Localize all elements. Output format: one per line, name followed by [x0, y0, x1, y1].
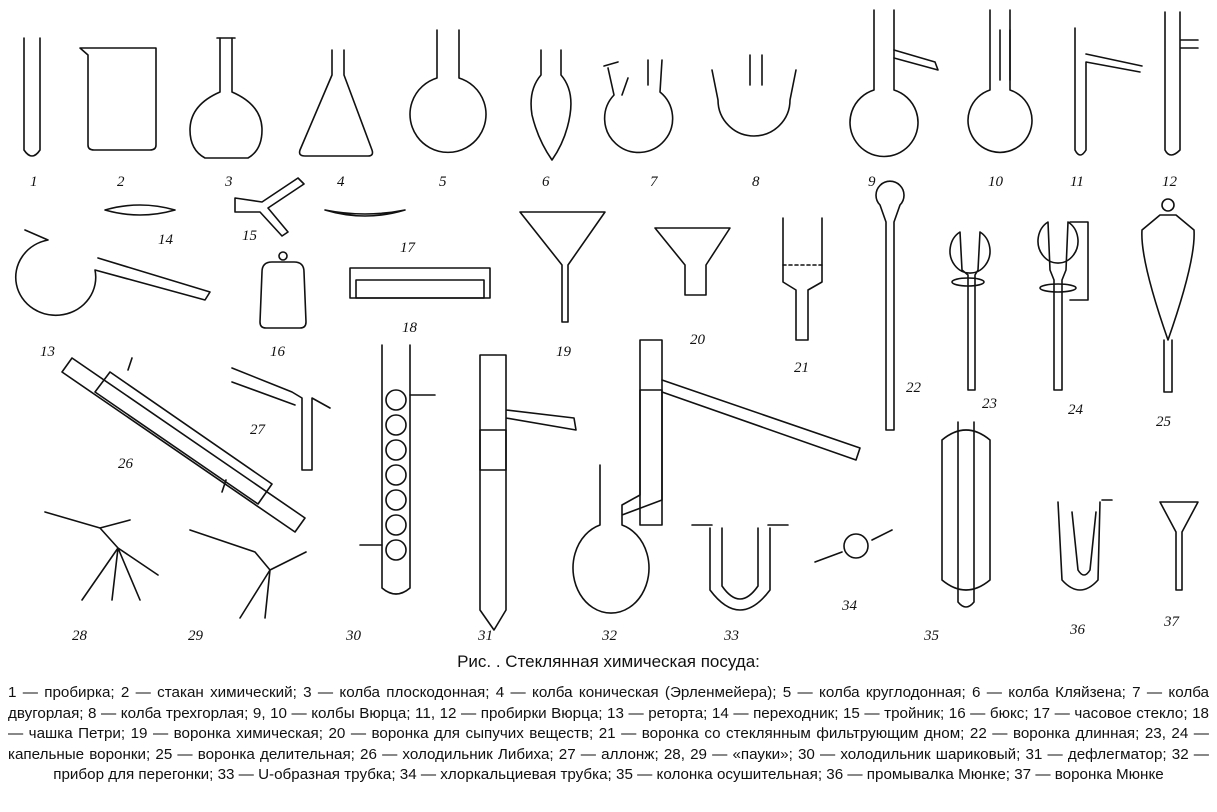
- wurtz-tube-icon-11: [1074, 27, 1143, 156]
- label-9: 9: [868, 174, 876, 190]
- label-21: 21: [794, 360, 809, 376]
- label-6: 6: [542, 174, 550, 190]
- wurtz-flask-icon-10: [967, 9, 1033, 154]
- spider-icon-29: [189, 529, 307, 619]
- glassware-figure: 1 2 3 4 5 6 7 8 9 10 11 12 13 14 15 16 1…: [15, 9, 1199, 644]
- label-2: 2: [117, 174, 125, 190]
- label-37: 37: [1163, 614, 1181, 630]
- label-11: 11: [1070, 174, 1084, 190]
- distillation-apparatus-icon: [572, 339, 861, 614]
- label-13: 13: [40, 344, 55, 360]
- calcium-chloride-tube-icon: [814, 529, 893, 563]
- munke-funnel-icon: [1159, 501, 1199, 591]
- label-18: 18: [402, 320, 418, 336]
- weighing-bottle-icon: [259, 251, 307, 329]
- label-31: 31: [477, 628, 493, 644]
- label-19: 19: [556, 344, 572, 360]
- label-22: 22: [906, 380, 922, 396]
- dropping-funnel-icon-23: [949, 231, 991, 391]
- label-7: 7: [650, 174, 659, 190]
- munke-washer-icon: [1057, 499, 1113, 591]
- label-30: 30: [345, 628, 362, 644]
- two-neck-flask-icon: [603, 59, 674, 154]
- label-5: 5: [439, 174, 447, 190]
- label-27: 27: [250, 422, 267, 438]
- label-23: 23: [982, 396, 997, 412]
- tee-icon: [234, 177, 305, 237]
- label-3: 3: [224, 174, 233, 190]
- label-29: 29: [188, 628, 204, 644]
- label-16: 16: [270, 344, 286, 360]
- retort-icon: [15, 229, 211, 317]
- watch-glass-icon: [324, 209, 406, 217]
- wurtz-flask-icon-9: [849, 9, 939, 158]
- label-36: 36: [1069, 622, 1086, 638]
- label-24: 24: [1068, 402, 1084, 418]
- bulb-condenser-icon: [359, 344, 436, 595]
- beaker-icon: [79, 47, 157, 151]
- spider-icon-28: [44, 511, 159, 601]
- label-33: 33: [723, 628, 739, 644]
- long-funnel-icon: [875, 180, 905, 431]
- label-1: 1: [30, 174, 38, 190]
- fritted-funnel-icon: [782, 217, 823, 341]
- label-32: 32: [601, 628, 618, 644]
- flat-bottom-flask-icon: [189, 37, 263, 159]
- funnel-icon: [519, 211, 606, 323]
- claisen-flask-icon: [530, 49, 572, 161]
- label-15: 15: [242, 228, 258, 244]
- adapter-icon: [104, 204, 176, 216]
- label-20: 20: [690, 332, 706, 348]
- figure-legend: 1 — пробирка; 2 — стакан химический; 3 —…: [8, 684, 1209, 783]
- drying-column-icon: [941, 421, 991, 608]
- label-8: 8: [752, 174, 760, 190]
- three-neck-flask-icon: [711, 54, 797, 137]
- label-25: 25: [1156, 414, 1172, 430]
- liebig-condenser-icon: [61, 357, 306, 533]
- petri-dish-icon: [349, 267, 491, 299]
- powder-funnel-icon: [654, 227, 731, 296]
- u-tube-icon: [691, 524, 789, 611]
- test-tube-icon: [23, 37, 41, 157]
- round-bottom-flask-icon: [409, 29, 487, 154]
- label-10: 10: [988, 174, 1004, 190]
- erlenmeyer-flask-icon: [298, 49, 374, 157]
- label-4: 4: [337, 174, 345, 190]
- dropping-funnel-icon-24: [1037, 221, 1089, 391]
- label-26: 26: [118, 456, 134, 472]
- wurtz-tube-icon-12: [1164, 11, 1199, 156]
- label-28: 28: [72, 628, 88, 644]
- label-14: 14: [158, 232, 174, 248]
- label-35: 35: [923, 628, 940, 644]
- label-34: 34: [841, 598, 858, 614]
- dephlegmator-icon: [479, 354, 577, 631]
- label-17: 17: [400, 240, 417, 256]
- separatory-funnel-icon: [1141, 198, 1195, 393]
- figure-caption: Рис. . Стеклянная химическая посуда:: [457, 652, 760, 671]
- label-12: 12: [1162, 174, 1178, 190]
- allonge-icon: [231, 367, 331, 471]
